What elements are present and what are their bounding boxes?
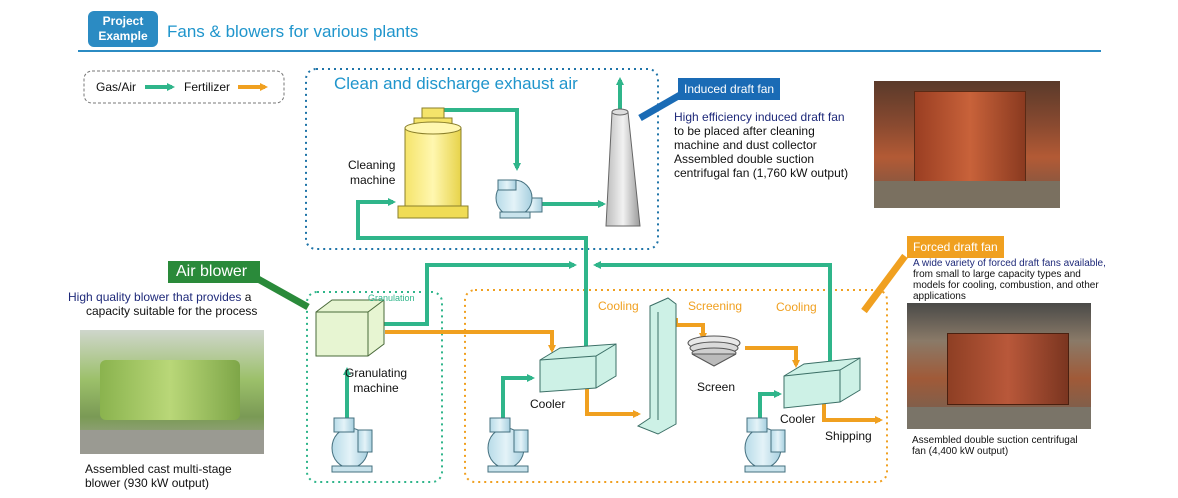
induced-line-2: to be placed after cleaning (674, 124, 815, 138)
induced-fan-photo (874, 81, 1060, 208)
air-blower-description: High quality blower that provides a capa… (68, 290, 257, 318)
cleaning-machine-label-2: machine (350, 173, 396, 187)
forced-fan-photo (907, 303, 1091, 429)
legend-fertilizer: Fertilizer (184, 80, 231, 94)
induced-line-5: centrifugal fan (1,760 kW output) (674, 166, 849, 180)
granulating-label-1: Granulating (345, 366, 408, 380)
air-blower-caption-2: blower (930 kW output) (85, 476, 210, 490)
air-blower-caption: Assembled cast multi-stage blower (930 k… (85, 462, 232, 490)
badge-line-1: Project (102, 14, 144, 28)
screening-label: Screening (688, 299, 743, 313)
forced-fan-caption: Assembled double suction centrifugal fan… (912, 435, 1078, 457)
screen-label: Screen (697, 380, 736, 394)
granulating-label-2: machine (353, 381, 399, 395)
bucket-elevator-icon (636, 297, 677, 435)
induced-fan-icon (495, 179, 543, 219)
forced-caption-2: fan (4,400 kW output) (912, 446, 1009, 457)
cleaning-machine-icon (397, 107, 469, 219)
centrifugal-fan-icon-3 (744, 417, 786, 473)
project-example-badge: Project Example (88, 11, 158, 47)
granulation-section-box (306, 291, 443, 483)
cleaning-machine-label-1: Cleaning (348, 158, 396, 172)
forced-line-2: from small to large capacity types and (913, 269, 1081, 280)
centrifugal-fan-icon-2 (487, 417, 529, 473)
forced-fan-tag: Forced draft fan (907, 236, 1004, 258)
air-blower-line-2: capacity suitable for the process (86, 304, 258, 318)
air-blower-tag: Air blower (168, 261, 260, 283)
screen-icon (687, 335, 741, 367)
forced-line-4: applications (913, 291, 966, 302)
exhaust-section-box (305, 68, 659, 250)
air-blower-line-1a: High quality blower that provides (68, 290, 242, 304)
induced-line-3: machine and dust collector (674, 138, 817, 152)
air-blower-caption-1: Assembled cast multi-stage (85, 462, 232, 476)
cooling-label-1: Cooling (598, 299, 639, 313)
induced-fan-tag: Induced draft fan (678, 78, 781, 100)
induced-callout-bar (638, 91, 682, 122)
forced-line-1: A wide variety of forced draft fans avai… (913, 258, 1106, 269)
cooling-label-2: Cooling (776, 300, 817, 314)
exhaust-section-title: Clean and discharge exhaust air (334, 74, 578, 93)
cooler-label-1: Cooler (530, 397, 566, 411)
shipping-label: Shipping (825, 429, 872, 443)
induced-line-1: High efficiency induced draft fan (674, 110, 845, 124)
air-blower-line-1b: a (241, 290, 252, 304)
induced-fan-description: High efficiency induced draft fan to be … (674, 110, 848, 180)
cleaning-machine-label: Cleaning machine (348, 158, 395, 188)
cooler-label-2: Cooler (780, 412, 816, 426)
granulating-machine-label: Granulating machine (345, 366, 407, 396)
forced-caption-1: Assembled double suction centrifugal (912, 435, 1078, 446)
legend-gas-air: Gas/Air (96, 80, 137, 94)
cooler-icon-2 (783, 357, 861, 409)
cooler-icon-1 (539, 343, 617, 393)
air-blower-callout-bar (256, 275, 310, 311)
chimney-icon (605, 108, 641, 227)
legend-box (83, 70, 285, 104)
induced-line-4: Assembled double suction (674, 152, 815, 166)
forced-line-3: models for cooling, combustion, and othe… (913, 280, 1099, 291)
forced-fan-description: A wide variety of forced draft fans avai… (913, 258, 1106, 302)
air-blower-photo (80, 330, 264, 454)
forced-callout-bar (861, 253, 908, 314)
page-title: Fans & blowers for various plants (167, 22, 419, 41)
granulating-machine-icon (315, 299, 385, 357)
badge-line-2: Example (98, 29, 148, 43)
granulation-section-title: Granulation (368, 293, 415, 303)
centrifugal-fan-icon-1 (331, 417, 373, 473)
